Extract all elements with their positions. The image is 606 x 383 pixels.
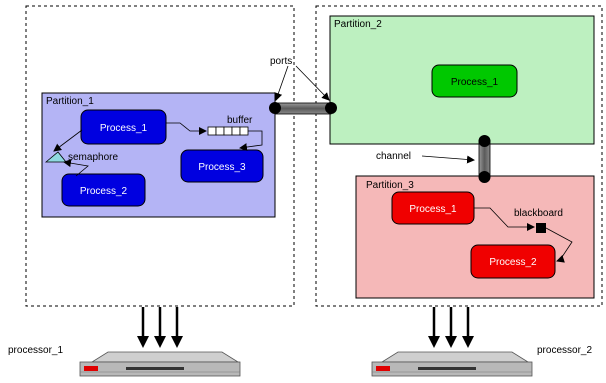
processor-2-label: processor_2 — [537, 345, 592, 356]
semaphore-triangle — [44, 151, 67, 163]
p1-process-3: Process_3 — [180, 149, 264, 183]
partition-1-label: Partition_1 — [46, 96, 94, 107]
processor-1-device — [79, 351, 241, 377]
channel-label: channel — [376, 151, 411, 162]
channel-pipe — [478, 135, 491, 183]
processor-1-label: processor_1 — [8, 345, 63, 356]
p1-process-1: Process_1 — [80, 109, 167, 145]
processor-1-region — [25, 5, 295, 307]
processor-2-device — [371, 351, 533, 377]
p2-process-1: Process_1 — [431, 64, 518, 98]
partition-2-label: Partition_2 — [334, 19, 382, 30]
buffer-queue — [207, 126, 249, 136]
buffer-label: buffer — [227, 115, 253, 126]
semaphore-label: semaphore — [68, 152, 118, 163]
ports-pipe — [269, 102, 337, 115]
p3-process-2: Process_2 — [470, 244, 556, 279]
p3-process-1: Process_1 — [391, 191, 475, 225]
p1-process-2: Process_2 — [61, 173, 146, 207]
p1-process-3-label: Process_3 — [198, 162, 246, 173]
processor-1-arrows — [137, 307, 183, 348]
p3-process-1-label: Process_1 — [409, 204, 457, 215]
p1-process-1-label: Process_1 — [100, 123, 148, 134]
p1-process-2-label: Process_2 — [80, 186, 128, 197]
processor-2-region — [315, 5, 603, 307]
partition-3: Partition_3 — [355, 175, 595, 299]
blackboard-label: blackboard — [514, 208, 563, 219]
partition-3-label: Partition_3 — [366, 180, 414, 191]
p2-process-1-label: Process_1 — [451, 77, 499, 88]
processor-2-arrows — [428, 307, 474, 348]
blackboard-square — [536, 223, 546, 233]
p3-process-2-label: Process_2 — [489, 257, 537, 268]
ports-label: ports — [270, 56, 292, 67]
